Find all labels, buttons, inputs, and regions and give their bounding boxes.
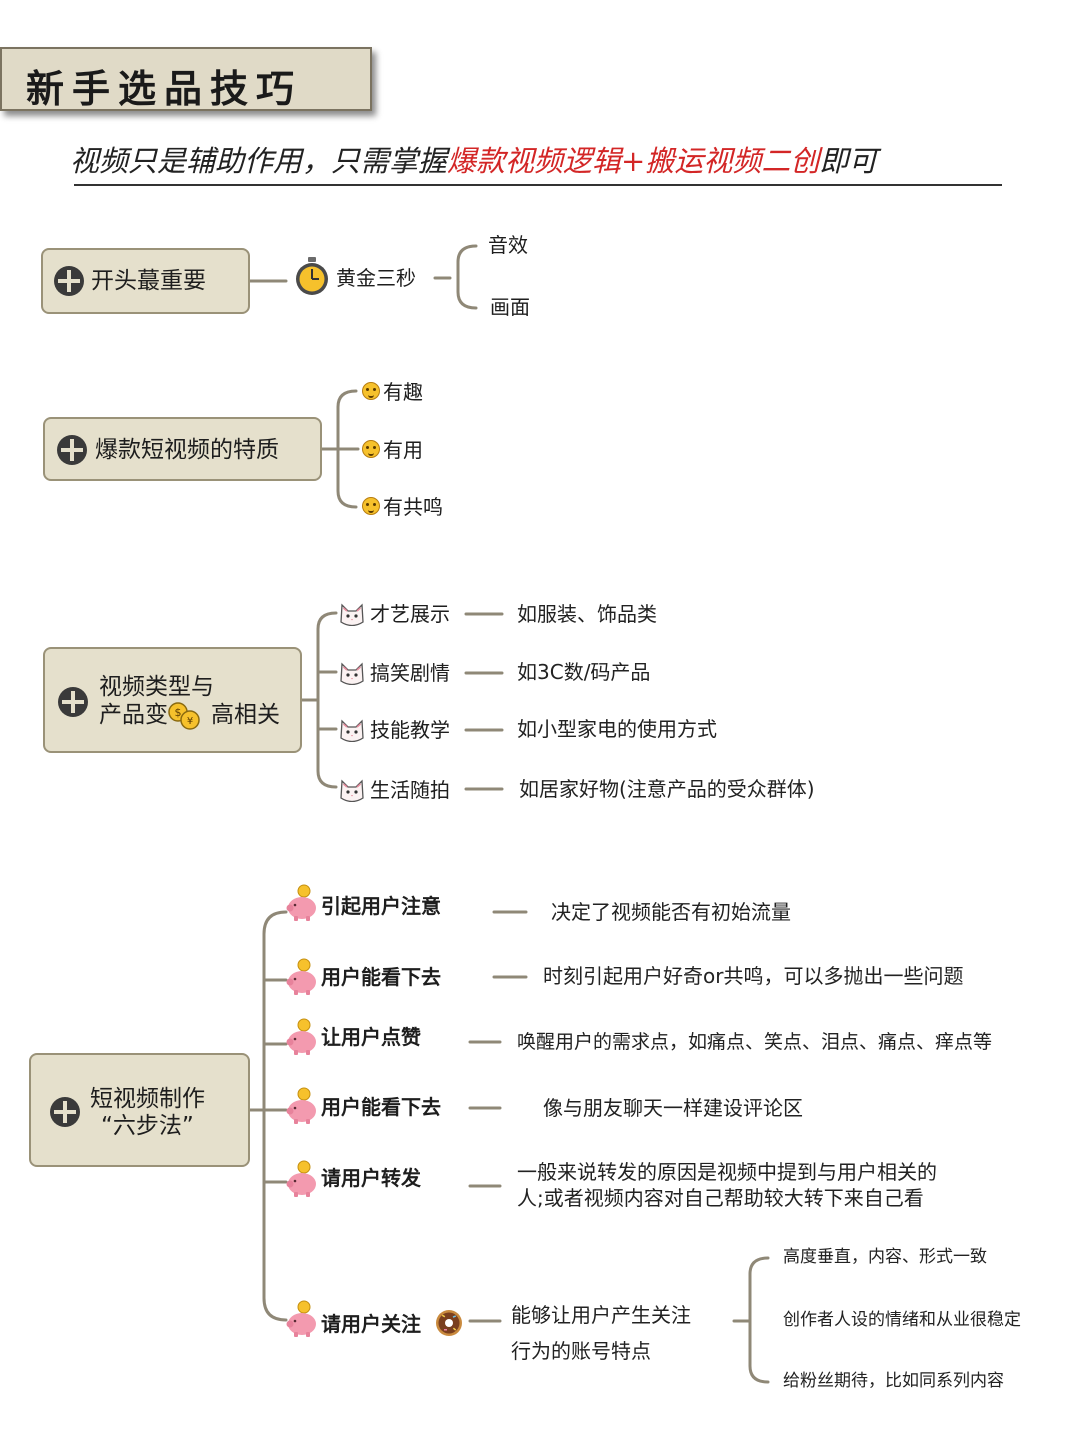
connector-s4-sub-bracket [748,1256,770,1384]
trait-item: 有趣 [383,380,423,404]
subtitle-end: 即可 [819,144,878,178]
smiley-icon [362,382,380,400]
globe-icon [54,266,84,296]
piggy-bank-icon [286,884,316,921]
connector-s3-bracket [316,611,338,789]
video-type-label: 技能教学 [370,718,450,742]
title-banner: 新手选品技巧 [0,47,372,111]
video-type-desc: 如3C数/码产品 [517,660,651,684]
step-label: 用户能看下去 [321,965,441,989]
child-golden-three-seconds: 黄金三秒 [336,266,416,290]
video-type-desc: 如居家好物(注意产品的受众群体) [519,777,815,801]
connector-s1-bracket [456,244,478,310]
video-type-desc: 如服装、饰品类 [517,602,657,626]
step-desc-line2: 行为的账号特点 [511,1339,651,1363]
cat-face-icon [340,603,364,626]
step-desc: 决定了视频能否有初始流量 [551,900,791,924]
svg-text:¥: ¥ [187,716,193,727]
subtitle-highlight: 爆款视频逻辑+搬运视频二创 [447,144,820,178]
step-label: 用户能看下去 [321,1095,441,1119]
step-desc-line2: 人;或者视频内容对自己帮助较大转下来自己看 [517,1186,924,1210]
cat-face-icon [340,662,364,685]
cat-face-icon [340,719,364,742]
leaf-visuals: 画面 [490,295,530,319]
globe-icon [50,1097,80,1127]
connector-s4-trunk [262,910,288,1322]
smiley-icon [362,497,380,515]
root-node-viral-traits[interactable]: 爆款短视频的特质 [43,417,322,481]
video-type-label: 才艺展示 [370,602,450,626]
svg-text:$: $ [175,706,182,719]
follow-subitem: 创作者人设的情绪和从业很稳定 [783,1310,1021,1330]
globe-icon [57,435,87,465]
follow-subitem: 给粉丝期待，比如同系列内容 [783,1371,1004,1391]
step-desc: 唤醒用户的需求点，如痛点、笑点、泪点、痛点、痒点等 [517,1031,993,1053]
root-node-opening[interactable]: 开头蕞重要 [41,248,250,314]
leaf-sound-effect: 音效 [488,233,528,257]
root-label-six-steps-line1: 短视频制作 [90,1086,205,1112]
step-desc-line1: 一般来说转发的原因是视频中提到与用户相关的 [517,1160,937,1184]
piggy-bank-icon [286,1018,316,1055]
step-label: 请用户关注 [321,1312,421,1336]
follow-subitem: 高度垂直，内容、形式一致 [783,1247,987,1267]
step-desc-line1: 能够让用户产生关注 [511,1303,691,1327]
stopwatch-icon [296,257,328,295]
globe-icon [58,687,88,717]
root-label-six-steps-line2: “六步法” [101,1113,194,1139]
page-title: 新手选品技巧 [26,67,303,111]
root-label-viral-traits: 爆款短视频的特质 [95,437,279,463]
subtitle-underline [74,184,1002,186]
step-label: 让用户点赞 [321,1025,421,1049]
smiley-icon [362,440,380,458]
video-type-label: 生活随拍 [370,778,450,802]
step-label: 请用户转发 [321,1166,421,1190]
piggy-bank-icon [286,1087,316,1124]
trait-item: 有共鸣 [383,495,443,519]
subtitle: 视频只是辅助作用，只需掌握爆款视频逻辑+搬运视频二创即可 [70,138,1004,178]
video-type-label: 搞笑剧情 [370,661,450,685]
root-label-opening: 开头蕞重要 [91,268,206,294]
step-desc: 时刻引起用户好奇or共鸣，可以多抛出一些问题 [543,964,964,988]
video-type-desc: 如小型家电的使用方式 [517,717,717,741]
piggy-bank-icon [286,1160,316,1197]
piggy-bank-icon [286,958,316,995]
step-desc: 像与朋友聊天一样建设评论区 [543,1096,803,1120]
piggy-bank-icon [286,1300,316,1337]
root-node-six-steps[interactable]: 短视频制作 “六步法” [29,1053,250,1167]
donut-icon [436,1310,462,1336]
cat-face-icon [340,779,364,802]
subtitle-text: 视频只是辅助作用，只需掌握 [70,144,448,178]
root-label-video-types-line1: 视频类型与 [99,674,214,700]
root-label-video-types-line2a: 产品变 [99,702,168,728]
root-label-video-types-line2b: 高相关 [211,702,280,728]
step-label: 引起用户注意 [321,894,441,918]
root-node-video-types[interactable]: 视频类型与 产品变 $ ¥ 高相关 [43,647,302,753]
coin-exchange-icon: $ ¥ [168,702,200,730]
trait-item: 有用 [383,438,423,462]
